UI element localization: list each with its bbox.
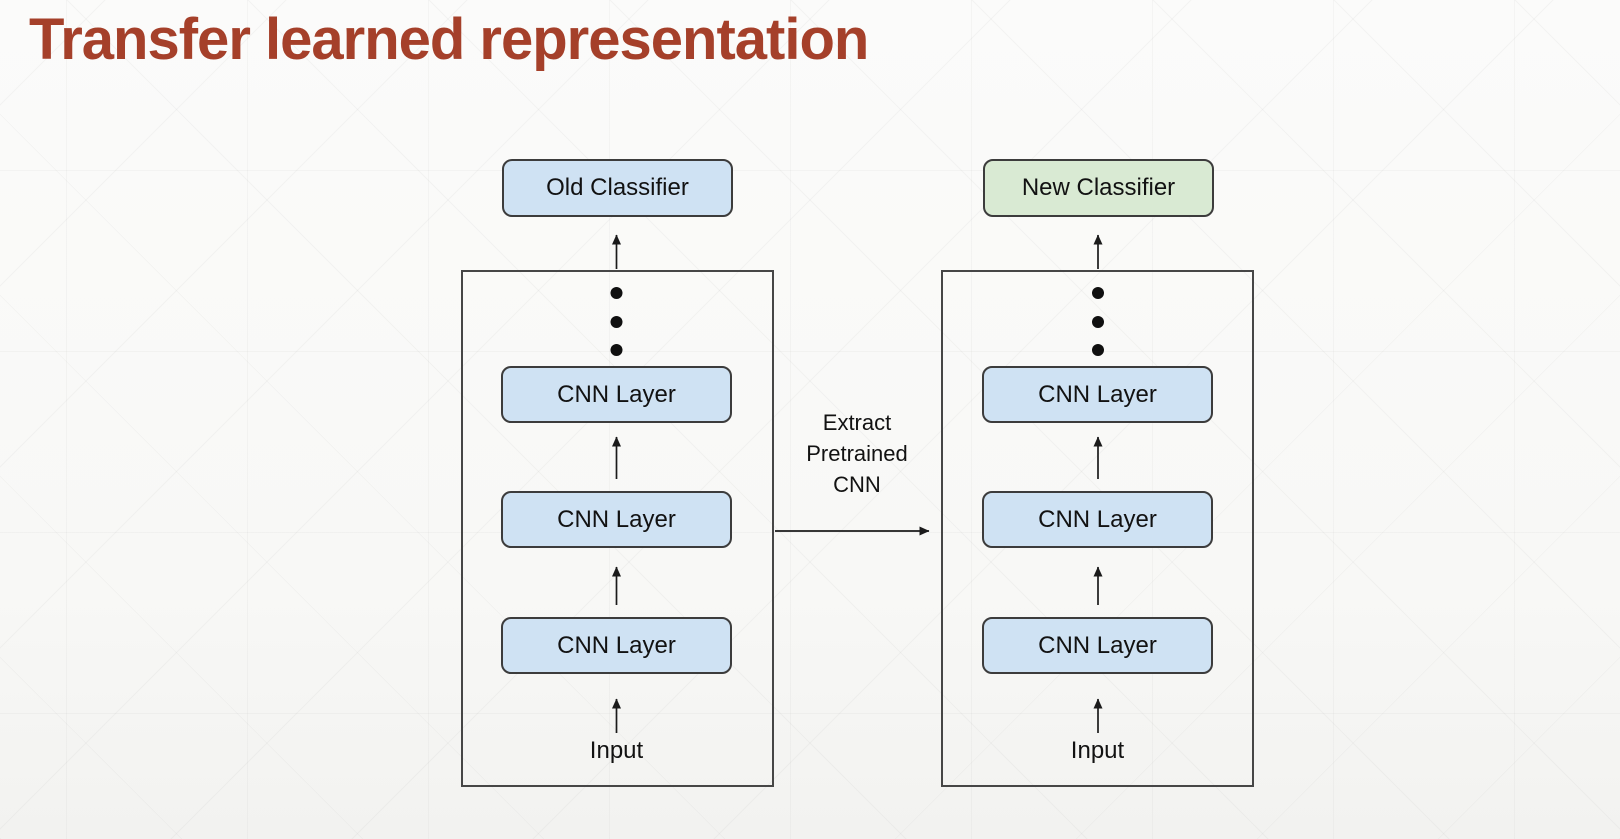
new-classifier-box: New Classifier — [983, 159, 1214, 217]
slide-title: Transfer learned representation — [29, 7, 869, 72]
transfer-arrow-label: Extract Pretrained CNN — [806, 410, 908, 497]
left-cnn-layer-middle: CNN Layer — [501, 491, 732, 548]
left-cnn-layer-bottom: CNN Layer — [501, 617, 732, 674]
left-model-container — [461, 270, 774, 787]
right-cnn-layer-bottom: CNN Layer — [982, 617, 1213, 674]
right-cnn-layer-middle: CNN Layer — [982, 491, 1213, 548]
right-model-container — [941, 270, 1254, 787]
right-cnn-layer-top: CNN Layer — [982, 366, 1213, 423]
left-cnn-layer-top: CNN Layer — [501, 366, 732, 423]
left-input-label: Input — [589, 737, 644, 764]
right-input-label: Input — [1070, 737, 1125, 764]
old-classifier-box: Old Classifier — [502, 159, 733, 217]
